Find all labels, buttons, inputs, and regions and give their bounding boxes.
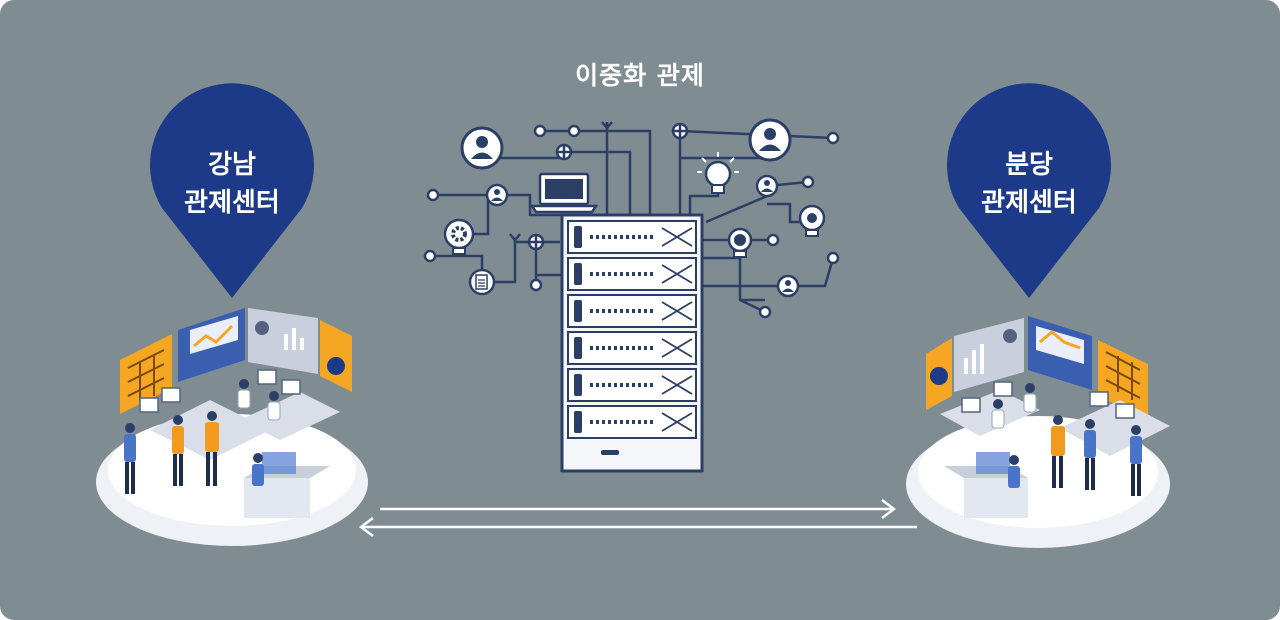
right-screen-chart — [926, 338, 952, 410]
diagram-title: 이중화 관제 — [575, 61, 705, 90]
left-person-3 — [205, 411, 219, 486]
right-center-label: 분당 관제센터 — [954, 146, 1104, 222]
target-icon — [798, 204, 826, 237]
user-icon — [755, 174, 779, 198]
left-screen-blue — [178, 308, 245, 382]
left-screen-orange — [120, 334, 172, 414]
left-person-6 — [267, 391, 281, 421]
left-person-1 — [124, 423, 136, 494]
left-screen-chart — [320, 320, 352, 392]
right-person-6 — [991, 399, 1005, 429]
left-location-pin-icon — [150, 83, 314, 298]
user-icon — [748, 118, 792, 162]
right-center-line1: 분당 — [1005, 150, 1053, 180]
search-icon — [727, 227, 753, 258]
sync-arrows — [358, 499, 917, 537]
left-person-5 — [237, 379, 251, 409]
left-person-4 — [252, 453, 264, 486]
right-screen-blue — [1028, 316, 1092, 390]
left-center-label: 강남 관제센터 — [157, 146, 307, 222]
left-arrow-icon — [358, 517, 917, 537]
left-screen-panel — [248, 308, 318, 374]
server-rack-icon — [560, 213, 704, 473]
right-screen-panel — [954, 318, 1024, 392]
left-center-line1: 강남 — [208, 150, 256, 180]
right-person-3 — [1051, 415, 1065, 488]
crosshair-nodes — [527, 122, 689, 251]
right-person-1 — [1130, 425, 1142, 496]
gear-icon — [443, 218, 475, 255]
left-person-2 — [172, 415, 184, 486]
right-center-line2: 관제센터 — [981, 188, 1077, 218]
user-icon — [776, 274, 800, 298]
lightbulb-icon — [697, 152, 739, 194]
right-arrow-icon — [380, 499, 897, 519]
right-control-center — [906, 316, 1170, 548]
right-person-2 — [1084, 419, 1096, 490]
right-screen-orange — [1098, 340, 1148, 420]
right-person-5 — [1023, 383, 1037, 413]
user-icon — [460, 126, 504, 170]
right-person-4 — [1008, 455, 1020, 488]
network-nodes — [423, 124, 840, 319]
document-icon — [468, 268, 496, 296]
left-control-center — [96, 308, 368, 546]
user-icon — [485, 183, 509, 207]
laptop-icon — [529, 172, 599, 214]
right-location-pin-icon — [947, 83, 1111, 298]
left-center-line2: 관제센터 — [184, 188, 280, 218]
